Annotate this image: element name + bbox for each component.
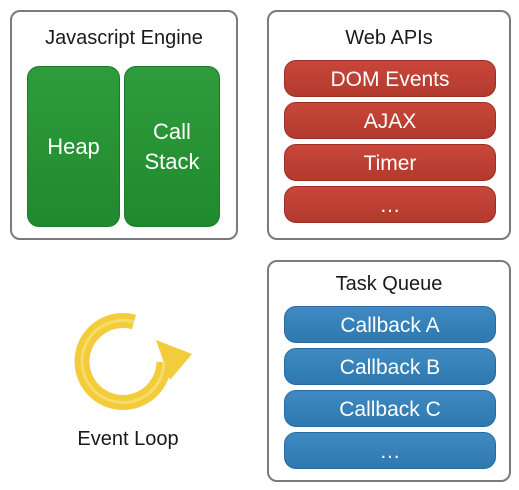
circular-arrow-icon <box>74 313 192 410</box>
web-apis-title: Web APIs <box>345 27 433 49</box>
event-loop-label: Event Loop <box>77 428 179 450</box>
javascript-engine-panel: Javascript Engine Heap Call Stack <box>10 10 238 240</box>
task-queue-title: Task Queue <box>335 273 443 295</box>
heap-box: Heap <box>27 66 120 227</box>
call-stack-box: Call Stack <box>124 66 220 227</box>
task-queue-panel: Task Queue Callback A Callback B Callbac… <box>267 260 511 482</box>
queue-item-callback-c: Callback C <box>284 390 496 427</box>
engine-title: Javascript Engine <box>45 27 203 49</box>
call-stack-label-line2: Stack <box>144 148 200 174</box>
event-loop-icon-wrap <box>60 300 200 420</box>
web-api-item-ajax: AJAX <box>284 102 496 139</box>
web-api-item-timer: Timer <box>284 144 496 181</box>
queue-item-callback-b: Callback B <box>284 348 496 385</box>
heap-label: Heap <box>47 133 100 159</box>
queue-item-more: … <box>284 432 496 469</box>
web-api-item-dom-events: DOM Events <box>284 60 496 97</box>
call-stack-label-line1: Call <box>153 118 191 144</box>
queue-item-callback-a: Callback A <box>284 306 496 343</box>
web-api-item-more: … <box>284 186 496 223</box>
web-apis-panel: Web APIs DOM Events AJAX Timer … <box>267 10 511 240</box>
